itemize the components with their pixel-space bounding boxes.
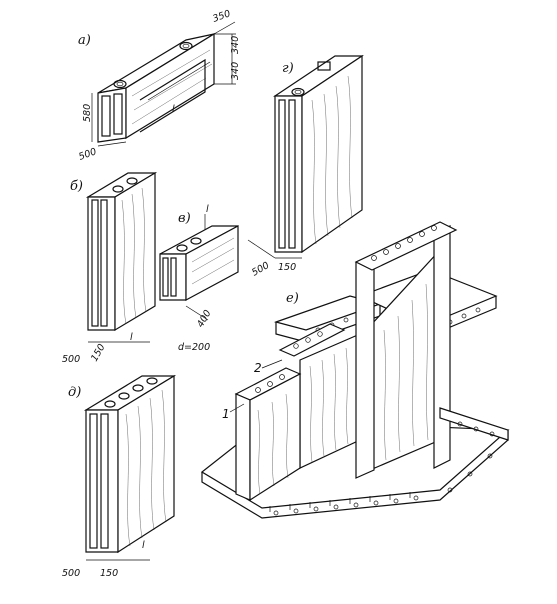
dim-d-eq: d=200 [178,342,210,353]
dim-l-d: l [142,540,145,551]
panel-d-hole-2 [118,392,130,400]
dim-580: 580 [82,104,93,122]
dim-400: 400 [195,308,214,329]
panel-g-front-face [301,54,363,254]
assembly-left-panel-edge [235,393,251,501]
panel-b-hole-1 [112,185,124,193]
panel-g [247,54,364,259]
assembly-top-header [354,221,458,271]
block-a-tongue-slot [101,95,111,137]
panel-b-front-face [114,171,156,332]
callout-2: 2 [254,361,262,375]
assembly-post-right [433,225,451,469]
panel-d-hole-3 [132,384,144,392]
dim-150-g: 150 [278,262,296,273]
dim-500-g: 500 [250,260,271,279]
panel-d-hole-4 [146,377,158,385]
panel-b-hole-2 [126,177,138,185]
block-a-hole-2 [179,41,193,51]
panel-d-groove [89,413,98,549]
label-a: а) [78,33,91,48]
block-v-front-face [159,253,187,301]
header-holes [371,225,437,261]
label-b: б) [70,179,83,194]
label-v: в) [178,211,191,226]
assembly-post-center [355,253,375,479]
assembly-e [200,221,510,519]
dim-500-b: 500 [62,354,80,365]
panel-b-groove [91,199,99,327]
block-v-groove [162,257,169,297]
label-e: е) [286,291,299,306]
panel-g-notch [317,61,331,71]
dim-l-v: l [206,204,209,215]
dim-500-a: 500 [77,146,98,163]
callout-1: 1 [222,407,230,421]
label-d: д) [68,385,81,400]
panel-g-groove [278,99,286,249]
label-g: г) [282,61,294,76]
dim-350: 350 [211,8,232,25]
block-v [159,214,239,321]
assembly-left-panel-face [249,373,301,502]
dim-500-d: 500 [62,568,80,579]
dim-340-top: 340 [230,36,241,54]
block-v-hole-2 [190,237,202,245]
dim-l-a: l [172,104,175,115]
dim-150-d: 150 [100,568,118,579]
panel-d [83,374,177,561]
block-v-hole-1 [176,244,188,252]
floor-slab-holes [273,453,493,516]
dim-340: 340 [230,62,241,80]
dim-l-b: l [130,332,133,343]
dim-150-b: 150 [89,342,108,363]
block-a [91,21,236,147]
block-a-groove [139,58,206,133]
panel-b [85,171,158,343]
panel-d-edge-face [85,409,119,553]
block-a-hole-1 [113,79,127,89]
block-v-side-face [185,224,239,302]
panel-g-hole [291,87,305,97]
panel-d-front-face [117,374,175,554]
panel-d-hole-1 [104,400,116,408]
